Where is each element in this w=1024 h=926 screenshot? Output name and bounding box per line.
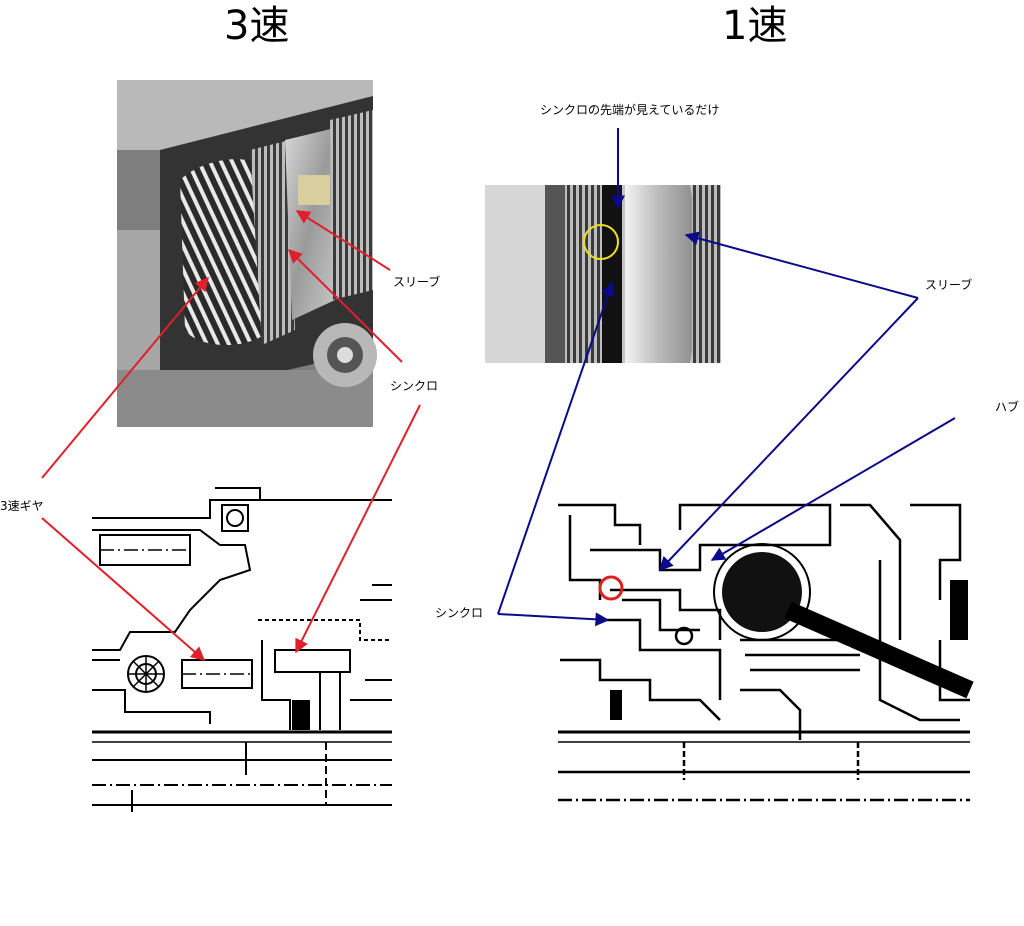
label-right-note: シンクロの先端が見えているだけ — [540, 103, 720, 117]
right-callout-arrows — [497, 128, 956, 627]
label-right-synchro: シンクロ — [435, 606, 484, 620]
arrow-right-hub — [710, 417, 956, 561]
heading-3rd-gear: 3速 — [224, 3, 290, 49]
label-left-sleeve: スリーブ — [393, 275, 441, 289]
left-callout-arrows — [41, 210, 421, 661]
arrow-left-synchro-photo — [288, 249, 403, 363]
arrow-left-gear-drawing — [41, 517, 206, 661]
photo-3rd-gear — [117, 80, 377, 427]
heading-1st-gear: 1速 — [722, 3, 788, 49]
drawing-1st-gear — [558, 503, 974, 802]
arrow-left-sleeve — [295, 210, 391, 271]
arrow-left-synchro-drawing — [295, 404, 421, 654]
label-left-3rd-gear: 3速ギヤ — [0, 499, 44, 513]
arrow-left-gear-photo — [41, 276, 209, 479]
photo-1st-gear — [485, 185, 721, 363]
arrow-right-sleeve-photo — [684, 231, 919, 299]
label-right-hub: ハブ — [995, 400, 1020, 414]
arrow-right-sleeve-drawing — [659, 297, 919, 572]
drawing-3rd-gear — [92, 487, 392, 812]
label-right-sleeve: スリーブ — [925, 278, 973, 292]
arrow-right-synchro-drawing — [497, 612, 610, 627]
arrow-right-synchro-photo — [497, 281, 615, 615]
label-left-synchro: シンクロ — [390, 379, 439, 393]
